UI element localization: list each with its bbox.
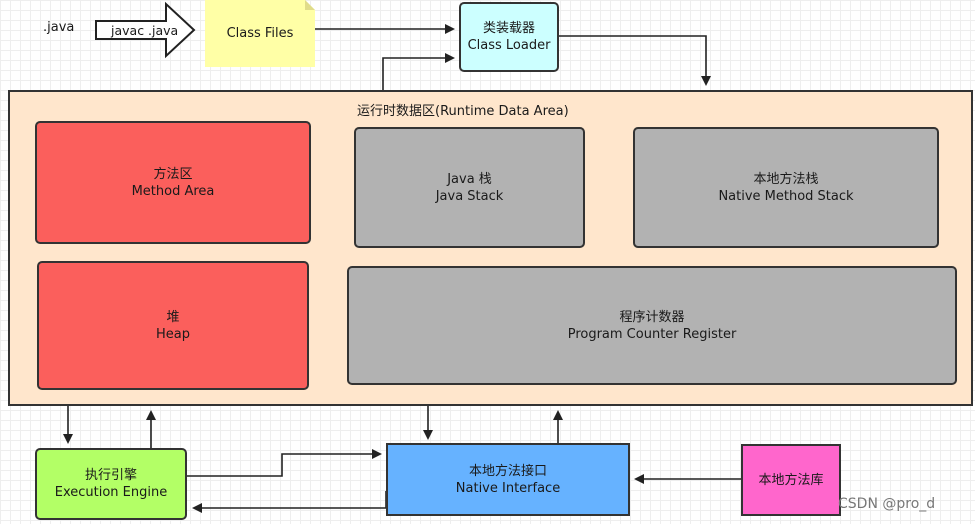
- arrow-loader-to-runtime: [559, 35, 711, 86]
- arrow-runtime-to-loader: [382, 53, 455, 90]
- heap-box: 堆 Heap: [37, 261, 309, 390]
- method-area-label-cn: 方法区: [153, 166, 193, 182]
- pc-register-label-cn: 程序计数器: [619, 309, 685, 325]
- java-stack-label-en: Java Stack: [435, 188, 504, 204]
- runtime-area-title: 运行时数据区(Runtime Data Area): [357, 104, 569, 119]
- heap-label-cn: 堆: [166, 309, 180, 325]
- class-loader-box: 类装载器 Class Loader: [459, 2, 559, 72]
- native-method-stack-label-cn: 本地方法栈: [753, 171, 819, 187]
- execution-engine-box: 执行引擎 Execution Engine: [35, 448, 187, 520]
- java-stack-label-cn: Java 栈: [447, 171, 492, 187]
- native-library-label: 本地方法库: [758, 472, 824, 488]
- method-area-box: 方法区 Method Area: [35, 121, 311, 244]
- native-method-stack-box: 本地方法栈 Native Method Stack: [633, 127, 939, 248]
- pc-register-box: 程序计数器 Program Counter Register: [347, 266, 957, 385]
- native-interface-box: 本地方法接口 Native Interface: [386, 443, 630, 516]
- pc-register-label-en: Program Counter Register: [567, 326, 737, 342]
- heap-label-en: Heap: [156, 326, 190, 342]
- native-interface-label-cn: 本地方法接口: [468, 463, 547, 479]
- execution-engine-label-cn: 执行引擎: [84, 468, 137, 483]
- class-loader-label-cn: 类装载器: [482, 21, 535, 36]
- compile-arrow-shape: [95, 1, 196, 59]
- arrow-interface-to-engine: [192, 491, 387, 513]
- note-fold-corner: [305, 0, 315, 10]
- arrow-engine-to-interface: [187, 449, 382, 477]
- native-interface-label-en: Native Interface: [455, 480, 561, 496]
- native-method-stack-label-en: Native Method Stack: [718, 188, 854, 204]
- java-stack-box: Java 栈 Java Stack: [354, 127, 585, 248]
- watermark: CSDN @pro_d: [838, 496, 936, 512]
- native-library-box: 本地方法库: [741, 444, 841, 516]
- execution-engine-label-en: Execution Engine: [54, 485, 168, 500]
- class-files-note: Class Files: [205, 0, 315, 67]
- method-area-label-en: Method Area: [131, 183, 215, 199]
- source-file-label: .java: [43, 20, 75, 35]
- class-loader-label-en: Class Loader: [467, 38, 551, 53]
- class-files-label: Class Files: [226, 26, 294, 41]
- compile-label: javac .java: [111, 23, 179, 38]
